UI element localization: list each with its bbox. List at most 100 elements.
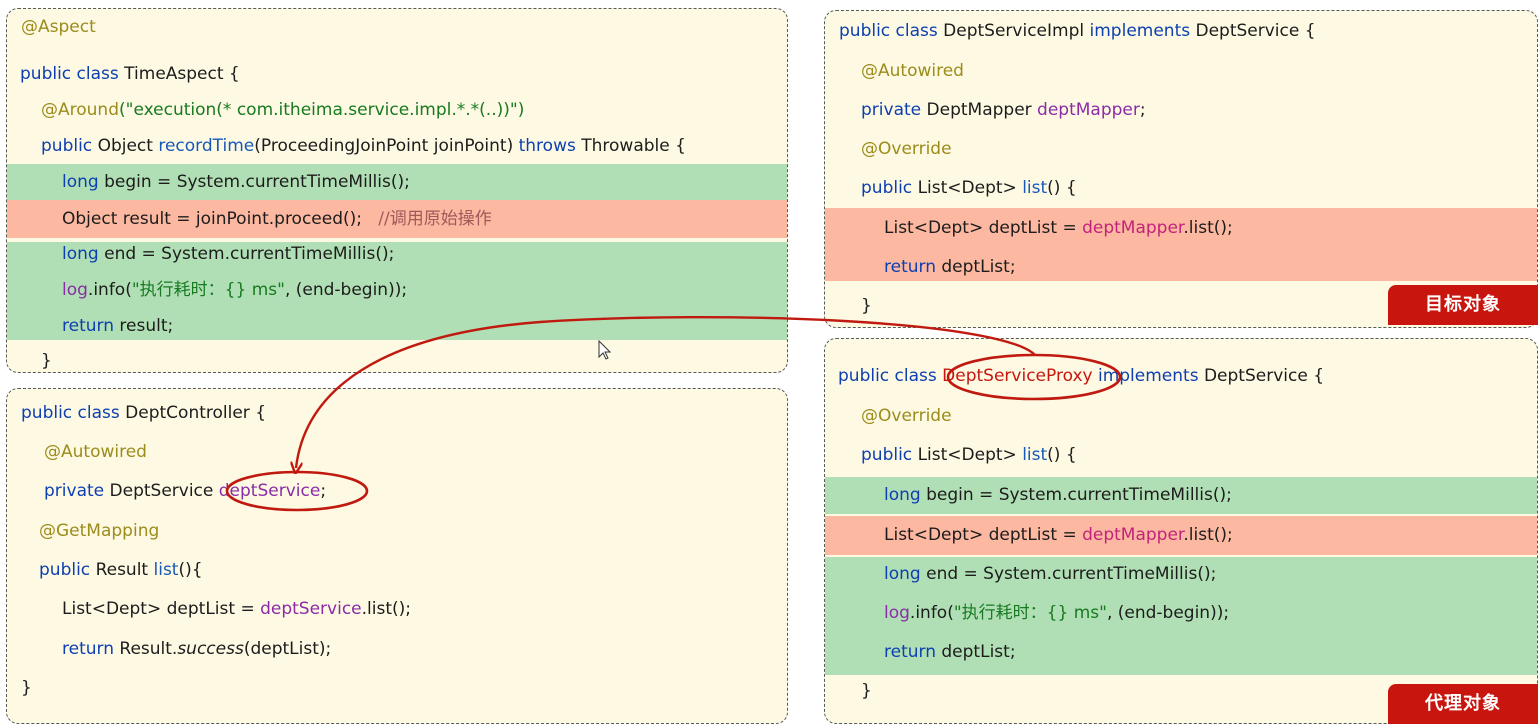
method-params: () { — [1047, 178, 1077, 198]
return-type: Object — [97, 136, 153, 156]
semicolon: ; — [1139, 100, 1146, 120]
method-params: (ProceedingJoinPoint joinPoint) — [254, 136, 514, 156]
class-keyword: public class — [839, 21, 938, 41]
method-name: list — [1022, 178, 1048, 198]
public-keyword: public — [39, 560, 91, 580]
record-time-signature: public Object recordTime(ProceedingJoinP… — [7, 128, 787, 164]
begin-line: long begin = System.currentTimeMillis(); — [825, 477, 1537, 513]
override-annotation: @Override — [861, 139, 952, 159]
closing-brace: } — [7, 670, 787, 706]
list-call: .list(); — [361, 599, 412, 619]
semicolon: ; — [320, 481, 327, 501]
time-aspect-panel: @Aspect public class TimeAspect { @Aroun… — [6, 8, 788, 373]
list-method-signature: public Result list(){ — [7, 552, 787, 588]
interface-name: DeptService { — [1203, 366, 1325, 386]
class-name: TimeAspect { — [124, 64, 240, 84]
log-line: log.info("执行耗时：{} ms", (end-begin)); — [7, 272, 787, 308]
around-line: @Around("execution(* com.itheima.service… — [7, 92, 787, 128]
highlight-begin — [825, 477, 1537, 514]
log-string: "执行耗时：{} ms" — [953, 603, 1107, 623]
list-call: .list(); — [1183, 525, 1233, 545]
log-string: "执行耗时：{} ms" — [131, 280, 285, 300]
log-object: log — [884, 603, 910, 623]
brace: } — [41, 351, 52, 371]
class-name: DeptServiceProxy — [942, 366, 1093, 386]
begin-statement: begin = System.currentTimeMillis(); — [104, 172, 410, 192]
log-line: log.info("执行耗时：{} ms", (end-begin)); — [825, 595, 1537, 631]
pointcut-expression: ("execution(* com.itheima.service.impl.*… — [119, 100, 525, 120]
closing-brace: } — [825, 673, 1537, 709]
class-name: DeptController { — [125, 403, 267, 423]
interface-name: DeptService { — [1195, 21, 1316, 41]
private-keyword: private — [861, 100, 922, 120]
highlight-body — [825, 208, 1537, 281]
public-keyword: public — [41, 136, 93, 156]
deptlist-line: List<Dept> deptList = deptService.list()… — [7, 591, 787, 627]
public-keyword: public — [861, 445, 913, 465]
throws-keyword: throws — [518, 136, 576, 156]
highlight-proceed — [7, 200, 787, 238]
return-type: List<Dept> — [917, 445, 1017, 465]
list-method-signature: public List<Dept> list() { — [825, 170, 1537, 206]
class-keyword: public class — [21, 403, 120, 423]
around-annotation: @Around — [41, 100, 119, 120]
dept-mapper-ref: deptMapper — [1082, 218, 1184, 238]
closing-brace: } — [825, 288, 1537, 324]
return-line: return deptList; — [825, 249, 1537, 285]
dept-controller-panel: public class DeptController { @Autowired… — [6, 388, 788, 724]
begin-statement: begin = System.currentTimeMillis(); — [926, 485, 1232, 505]
implements-keyword: implements — [1097, 366, 1199, 386]
list-call: .list(); — [1183, 218, 1233, 238]
dept-mapper-field: deptMapper — [1037, 100, 1140, 120]
log-object: log — [62, 280, 88, 300]
dept-mapper-ref: deptMapper — [1082, 525, 1184, 545]
class-keyword: public class — [838, 366, 937, 386]
dept-service-proxy-panel: public class DeptServiceProxy implements… — [824, 338, 1538, 724]
return-args: (deptList); — [243, 639, 332, 659]
return-value: result; — [119, 316, 174, 336]
public-keyword: public — [861, 178, 913, 198]
return-keyword: return — [884, 642, 936, 662]
mapper-type: DeptMapper — [926, 100, 1032, 120]
dept-service-field: deptService — [218, 481, 321, 501]
implements-keyword: implements — [1089, 21, 1191, 41]
getmapping-line: @GetMapping — [7, 513, 787, 549]
method-name: list — [153, 560, 179, 580]
brace: } — [861, 681, 872, 701]
highlight-begin — [7, 164, 787, 200]
return-line: return result; — [7, 308, 787, 344]
long-keyword: long — [884, 564, 921, 584]
autowired-line: @Autowired — [825, 53, 1537, 89]
deptlist-line: List<Dept> deptList = deptMapper.list(); — [825, 210, 1537, 246]
deptlist-declaration: List<Dept> deptList = — [62, 599, 261, 619]
dept-service-ref: deptService — [260, 599, 362, 619]
proceed-comment: //调用原始操作 — [378, 209, 492, 229]
class-name: DeptServiceImpl — [943, 21, 1085, 41]
log-args: , (end-begin)); — [284, 280, 408, 300]
brace: } — [21, 678, 32, 698]
override-annotation: @Override — [861, 406, 952, 426]
override-line: @Override — [825, 398, 1537, 434]
method-params: (){ — [178, 560, 203, 580]
service-type: DeptService — [109, 481, 214, 501]
proceed-statement: Object result = joinPoint.proceed(); — [62, 209, 363, 229]
dept-service-impl-panel: public class DeptServiceImpl implements … — [824, 10, 1538, 328]
method-name: list — [1022, 445, 1048, 465]
log-args: , (end-begin)); — [1106, 603, 1230, 623]
deptlist-declaration: List<Dept> deptList = — [884, 525, 1083, 545]
method-params: () { — [1047, 445, 1077, 465]
return-value: deptList; — [941, 257, 1016, 277]
return-keyword: return — [884, 257, 936, 277]
aspect-annotation: @Aspect — [21, 17, 96, 37]
proceed-line: Object result = joinPoint.proceed(); //调… — [7, 201, 787, 237]
proxy-class-line: public class DeptServiceProxy implements… — [825, 358, 1537, 394]
mapper-field-line: private DeptMapper deptMapper; — [825, 92, 1537, 128]
override-line: @Override — [825, 131, 1537, 167]
result-class: Result. — [119, 639, 178, 659]
private-keyword: private — [44, 481, 105, 501]
return-line: return Result.success(deptList); — [7, 631, 787, 667]
throws-type: Throwable { — [581, 136, 686, 156]
long-keyword: long — [62, 172, 99, 192]
begin-line: long begin = System.currentTimeMillis(); — [7, 164, 787, 200]
autowired-line: @Autowired — [7, 434, 787, 470]
